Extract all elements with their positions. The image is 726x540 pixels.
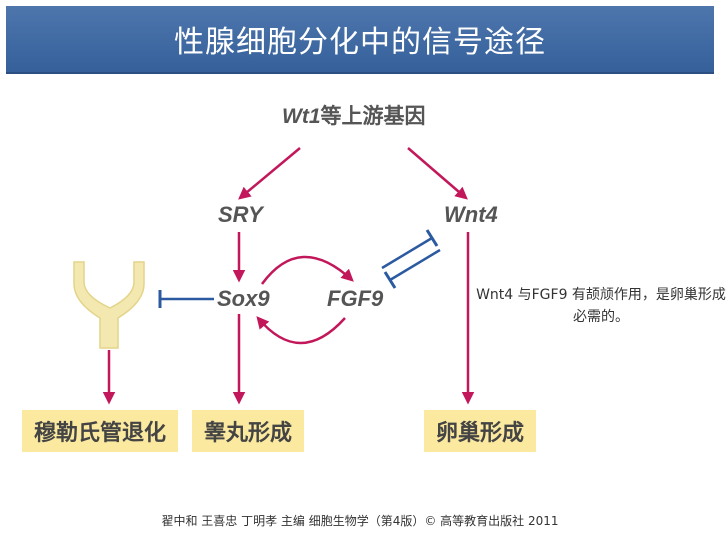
arrow-wt1-sry xyxy=(238,147,301,200)
mullerian-duct-graphic xyxy=(73,261,145,349)
inhibit-sox9-duct xyxy=(158,290,214,308)
upstream-genes-text: 等上游基因 xyxy=(320,105,426,128)
citation: 翟中和 王喜忠 丁明孝 主编 细胞生物学（第4版）© 高等教育出版社 2011 xyxy=(161,514,559,528)
wnt4-fgf9-note: Wnt4 与FGF9 有颉颃作用，是卵巢形成必需的。 xyxy=(476,287,726,325)
wt1-label: Wt1 xyxy=(282,105,321,128)
arrow-wt1-wnt4 xyxy=(407,147,468,200)
fgf9-label: FGF9 xyxy=(327,286,384,311)
inhibit-fgf9-wnt4 xyxy=(381,229,439,270)
title-bar: 性腺细胞分化中的信号途径 xyxy=(6,6,714,74)
sox9-label: Sox9 xyxy=(217,286,270,311)
slide-title: 性腺细胞分化中的信号途径 xyxy=(174,25,546,60)
mullerian-regression-box: 穆勒氏管退化 xyxy=(22,410,178,452)
testis-formation-box: 睾丸形成 xyxy=(192,410,304,452)
ovary-formation-box: 卵巢形成 xyxy=(424,410,536,452)
inhibit-wnt4-fgf9 xyxy=(383,248,441,289)
arrow-sox9-fgf9 xyxy=(260,255,354,285)
wnt4-label: Wnt4 xyxy=(444,202,498,227)
upstream-genes-label: Wt1等上游基因 xyxy=(282,100,426,130)
sry-label: SRY xyxy=(218,202,263,227)
arrow-fgf9-sox9 xyxy=(256,316,346,345)
